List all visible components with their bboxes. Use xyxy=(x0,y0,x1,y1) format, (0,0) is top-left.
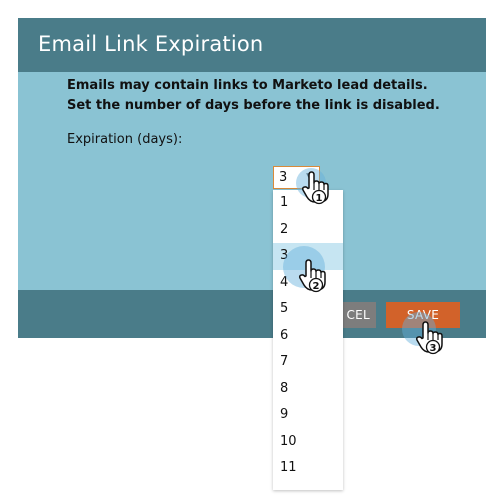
dropdown-option[interactable]: 9 xyxy=(280,407,289,422)
hand-cursor-icon: 2 xyxy=(298,259,326,293)
dialog-body xyxy=(18,72,486,290)
dropdown-option[interactable]: 7 xyxy=(280,354,289,369)
dropdown-option[interactable]: 6 xyxy=(280,327,289,343)
message-line-1: Emails may contain links to Marketo lead… xyxy=(67,78,428,93)
step-number-1: 1 xyxy=(316,193,323,204)
select-current-value: 3 xyxy=(279,170,288,185)
dialog-title: Email Link Expiration xyxy=(38,32,264,56)
dropdown-option[interactable]: 2 xyxy=(280,221,289,237)
dropdown-option[interactable]: 11 xyxy=(280,460,297,475)
dropdown-option[interactable]: 4 xyxy=(280,274,289,290)
hand-cursor-icon: 3 xyxy=(415,321,443,355)
step-number-3: 3 xyxy=(430,343,437,354)
dropdown-option[interactable]: 5 xyxy=(280,301,289,316)
dropdown-option[interactable]: 8 xyxy=(280,380,289,396)
dropdown-option[interactable]: 1 xyxy=(280,195,289,210)
expiration-days-dropdown: 1 2 3 4 5 6 7 8 9 10 11 xyxy=(273,190,343,490)
expiration-days-label: Expiration (days): xyxy=(67,132,183,147)
email-link-expiration-dialog: Email Link Expiration Emails may contain… xyxy=(18,18,486,338)
step-number-2: 2 xyxy=(313,281,320,292)
hand-cursor-icon: 1 xyxy=(301,171,329,205)
dialog-message: Emails may contain links to Marketo lead… xyxy=(67,76,467,116)
dropdown-option[interactable]: 10 xyxy=(280,433,297,449)
dialog-header: Email Link Expiration xyxy=(18,18,486,72)
message-line-2: Set the number of days before the link i… xyxy=(67,98,440,113)
